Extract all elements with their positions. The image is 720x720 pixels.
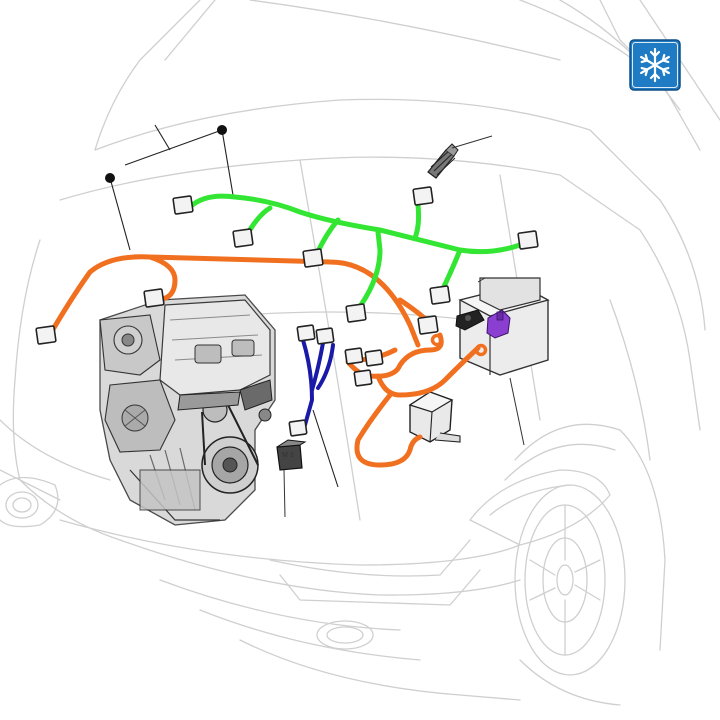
engine-block bbox=[99, 294, 276, 526]
control-module bbox=[408, 391, 461, 443]
relay: M 3 bbox=[276, 439, 307, 518]
leader-dots bbox=[105, 125, 227, 183]
sensor-harness bbox=[301, 338, 335, 427]
connector bbox=[517, 230, 539, 250]
connector bbox=[172, 195, 194, 215]
connector bbox=[288, 419, 308, 437]
connectors bbox=[35, 186, 539, 437]
relay-mark: M 3 bbox=[282, 452, 294, 459]
connector bbox=[412, 186, 434, 206]
snowflake-icon bbox=[629, 39, 681, 91]
connector bbox=[143, 288, 165, 308]
connector bbox=[232, 228, 254, 248]
connector bbox=[302, 248, 324, 268]
connector bbox=[364, 349, 384, 367]
connector bbox=[429, 285, 451, 305]
connector bbox=[315, 327, 335, 345]
engine-harness-loops bbox=[430, 333, 488, 357]
leader-lines bbox=[109, 124, 339, 488]
connector bbox=[344, 347, 364, 365]
connector bbox=[417, 315, 439, 335]
connector bbox=[353, 369, 373, 387]
battery bbox=[455, 277, 550, 446]
connector bbox=[345, 303, 367, 323]
connector bbox=[35, 325, 57, 345]
sensor bbox=[427, 135, 493, 179]
connector bbox=[296, 324, 316, 342]
cabin-harness bbox=[187, 193, 528, 315]
